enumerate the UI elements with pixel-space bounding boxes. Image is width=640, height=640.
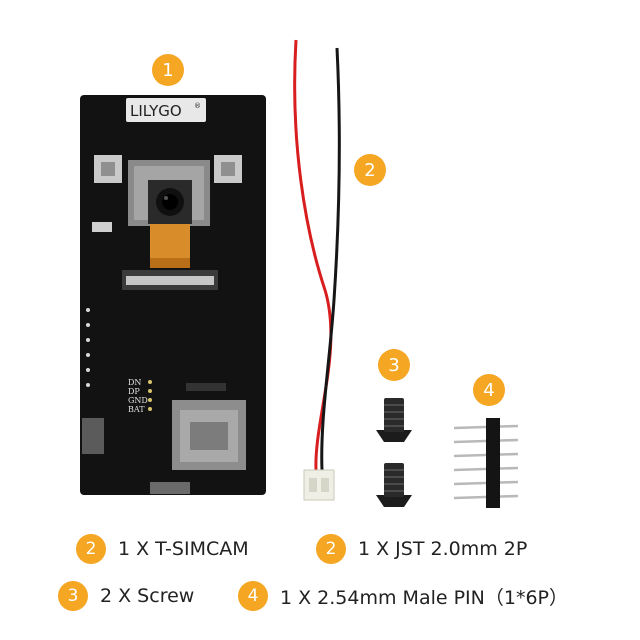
brand-logo: LILYGO [130, 102, 182, 120]
caption-badge: 2 [76, 534, 106, 564]
pin-label-dp: DP [128, 387, 140, 396]
brand-registered-mark: ® [194, 102, 201, 110]
side-button [92, 222, 112, 232]
pin-label-dn: DN [128, 378, 141, 387]
t-simcam-board: LILYGO ® DN DP GND BAT [80, 95, 266, 495]
caption-text: 1 X T-SIMCAM [118, 538, 249, 560]
wire-black [320, 47, 341, 471]
caption-text: 1 X JST 2.0mm 2P [358, 538, 528, 560]
caption-badge: 3 [58, 581, 88, 611]
callout-badge-3: 3 [378, 349, 410, 381]
caption-t-simcam: 2 1 X T-SIMCAM [76, 534, 249, 564]
wire-red [293, 39, 333, 471]
pin-label-group: DN DP GND BAT [128, 378, 148, 414]
caption-badge: 2 [316, 534, 346, 564]
usb-port [150, 482, 190, 494]
caption-screw: 3 2 X Screw [58, 581, 194, 611]
pin-label-gnd: GND [128, 396, 148, 405]
callout-badge-1: 1 [152, 54, 184, 86]
callout-badge-2: 2 [354, 154, 386, 186]
caption-badge: 4 [238, 581, 268, 611]
jst-connector [303, 469, 335, 501]
brand-plate [126, 98, 206, 122]
male-pin-header [453, 418, 519, 508]
callout-badge-4: 4 [473, 374, 505, 406]
caption-male-pin: 4 1 X 2.54mm Male PIN（1*6P） [238, 581, 568, 611]
pin-label-bat: BAT [128, 405, 145, 414]
caption-jst-cable: 2 1 X JST 2.0mm 2P [316, 534, 527, 564]
inductor [82, 418, 104, 454]
screw-top [376, 398, 412, 442]
caption-text: 1 X 2.54mm Male PIN（1*6P） [280, 586, 568, 609]
jst-cable [293, 39, 341, 501]
screw-bottom [376, 463, 412, 507]
caption-text: 2 X Screw [100, 585, 195, 607]
edge-pin-dots [86, 308, 90, 387]
